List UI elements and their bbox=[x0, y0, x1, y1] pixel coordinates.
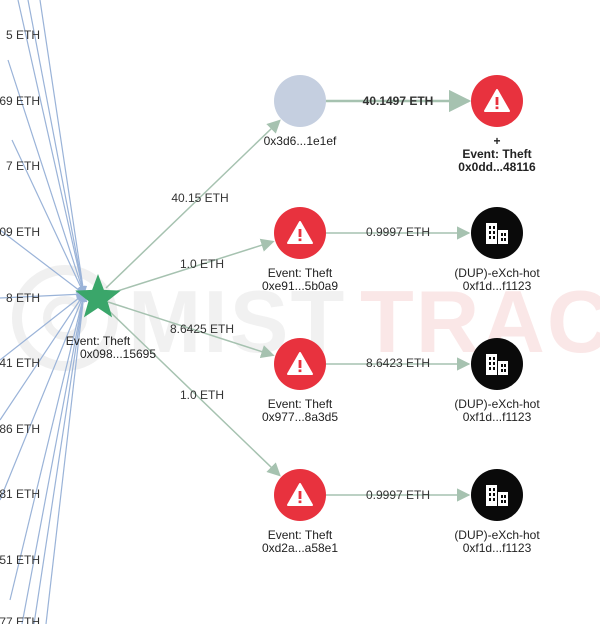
incoming-edge bbox=[0, 293, 85, 421]
incoming-edge-label: 8 ETH bbox=[6, 291, 40, 305]
incoming-edge-label: 09 ETH bbox=[0, 225, 40, 239]
node-label: Event: Theft bbox=[268, 266, 333, 280]
edge-line bbox=[105, 119, 281, 289]
incoming-edge bbox=[45, 293, 88, 624]
edge-line bbox=[105, 307, 281, 477]
edge-label: 1.0 ETH bbox=[180, 257, 224, 271]
warning-icon bbox=[287, 483, 313, 506]
incoming-edge bbox=[11, 139, 85, 295]
node-label: (DUP)-eXch-hot bbox=[454, 397, 540, 411]
node-label: + bbox=[493, 134, 500, 148]
edge-label: 40.15 ETH bbox=[171, 191, 228, 205]
incoming-edge bbox=[39, 0, 88, 295]
incoming-edge-label: 51 ETH bbox=[0, 553, 40, 567]
star-icon bbox=[75, 274, 121, 318]
node-label: 0xd2a...a58e1 bbox=[262, 541, 338, 555]
warning-icon bbox=[287, 221, 313, 244]
building-icon bbox=[486, 485, 508, 506]
incoming-edge bbox=[0, 290, 85, 299]
node-label: 0xe91...5b0a9 bbox=[262, 279, 338, 293]
address-node[interactable]: 0x3d6...1e1ef bbox=[264, 75, 337, 148]
incoming-edge-label: 7 ETH bbox=[6, 159, 40, 173]
edges: 40.15 ETH 1.0 ETH 8.6425 ETH 1.0 ETH 40.1497… bbox=[105, 89, 472, 502]
edge-line bbox=[107, 238, 275, 295]
watermark-logo-inner bbox=[43, 296, 87, 340]
building-icon bbox=[486, 354, 508, 375]
incoming-edge bbox=[0, 229, 85, 295]
edge-label: 1.0 ETH bbox=[180, 388, 224, 402]
watermark-logo-icon bbox=[12, 265, 118, 371]
warning-icon bbox=[287, 352, 313, 375]
incoming-edge-label: 69 ETH bbox=[0, 94, 40, 108]
incoming-edge bbox=[7, 59, 86, 295]
node-label: Event: Theft bbox=[462, 147, 531, 161]
incoming-edges: 5 ETH 69 ETH 7 ETH 09 ETH 8 ETH 41 ETH 86 ETH 8… bbox=[0, 0, 88, 624]
incoming-edge bbox=[17, 0, 87, 295]
node-label: 0xf1d...f1123 bbox=[463, 410, 532, 424]
node-label: 0x3d6...1e1ef bbox=[264, 134, 337, 148]
incoming-edge bbox=[27, 0, 87, 295]
incoming-edge bbox=[21, 293, 87, 624]
node-label: Event: Theft bbox=[268, 528, 333, 542]
incoming-edge-label: 81 ETH bbox=[0, 487, 40, 501]
incoming-edge bbox=[33, 293, 88, 624]
hub-node[interactable]: Event: Theft 0x098...15695 bbox=[66, 274, 157, 361]
node-label: 0xf1d...f1123 bbox=[463, 279, 532, 293]
hub-label-address: 0x098...15695 bbox=[80, 347, 156, 361]
node-label: Event: Theft bbox=[268, 397, 333, 411]
incoming-edge-label: 41 ETH bbox=[0, 356, 40, 370]
edge-label: 8.6425 ETH bbox=[170, 322, 234, 336]
node-label: 0x977...8a3d5 bbox=[262, 410, 338, 424]
edge-line bbox=[107, 301, 275, 359]
incoming-edge bbox=[9, 293, 87, 601]
incoming-edge bbox=[0, 293, 85, 361]
hub-label-event: Event: Theft bbox=[66, 334, 131, 348]
edge-label: 0.9997 ETH bbox=[366, 488, 430, 502]
edge-label: 8.6423 ETH bbox=[366, 356, 430, 370]
edge-label: 40.1497 ETH bbox=[363, 94, 434, 108]
node-circle bbox=[274, 75, 326, 127]
edge-label: 0.9997 ETH bbox=[366, 225, 430, 239]
incoming-edge-label: 77 ETH bbox=[0, 615, 40, 624]
building-icon bbox=[486, 223, 508, 244]
incoming-edge-label: 86 ETH bbox=[0, 422, 40, 436]
node-label: (DUP)-eXch-hot bbox=[454, 266, 540, 280]
node-label: 0xf1d...f1123 bbox=[463, 541, 532, 555]
incoming-edge bbox=[0, 293, 86, 501]
warning-icon bbox=[484, 89, 510, 112]
node-label: (DUP)-eXch-hot bbox=[454, 528, 540, 542]
incoming-edge-label: 5 ETH bbox=[6, 28, 40, 42]
node-label: 0x0dd...48116 bbox=[458, 160, 536, 174]
